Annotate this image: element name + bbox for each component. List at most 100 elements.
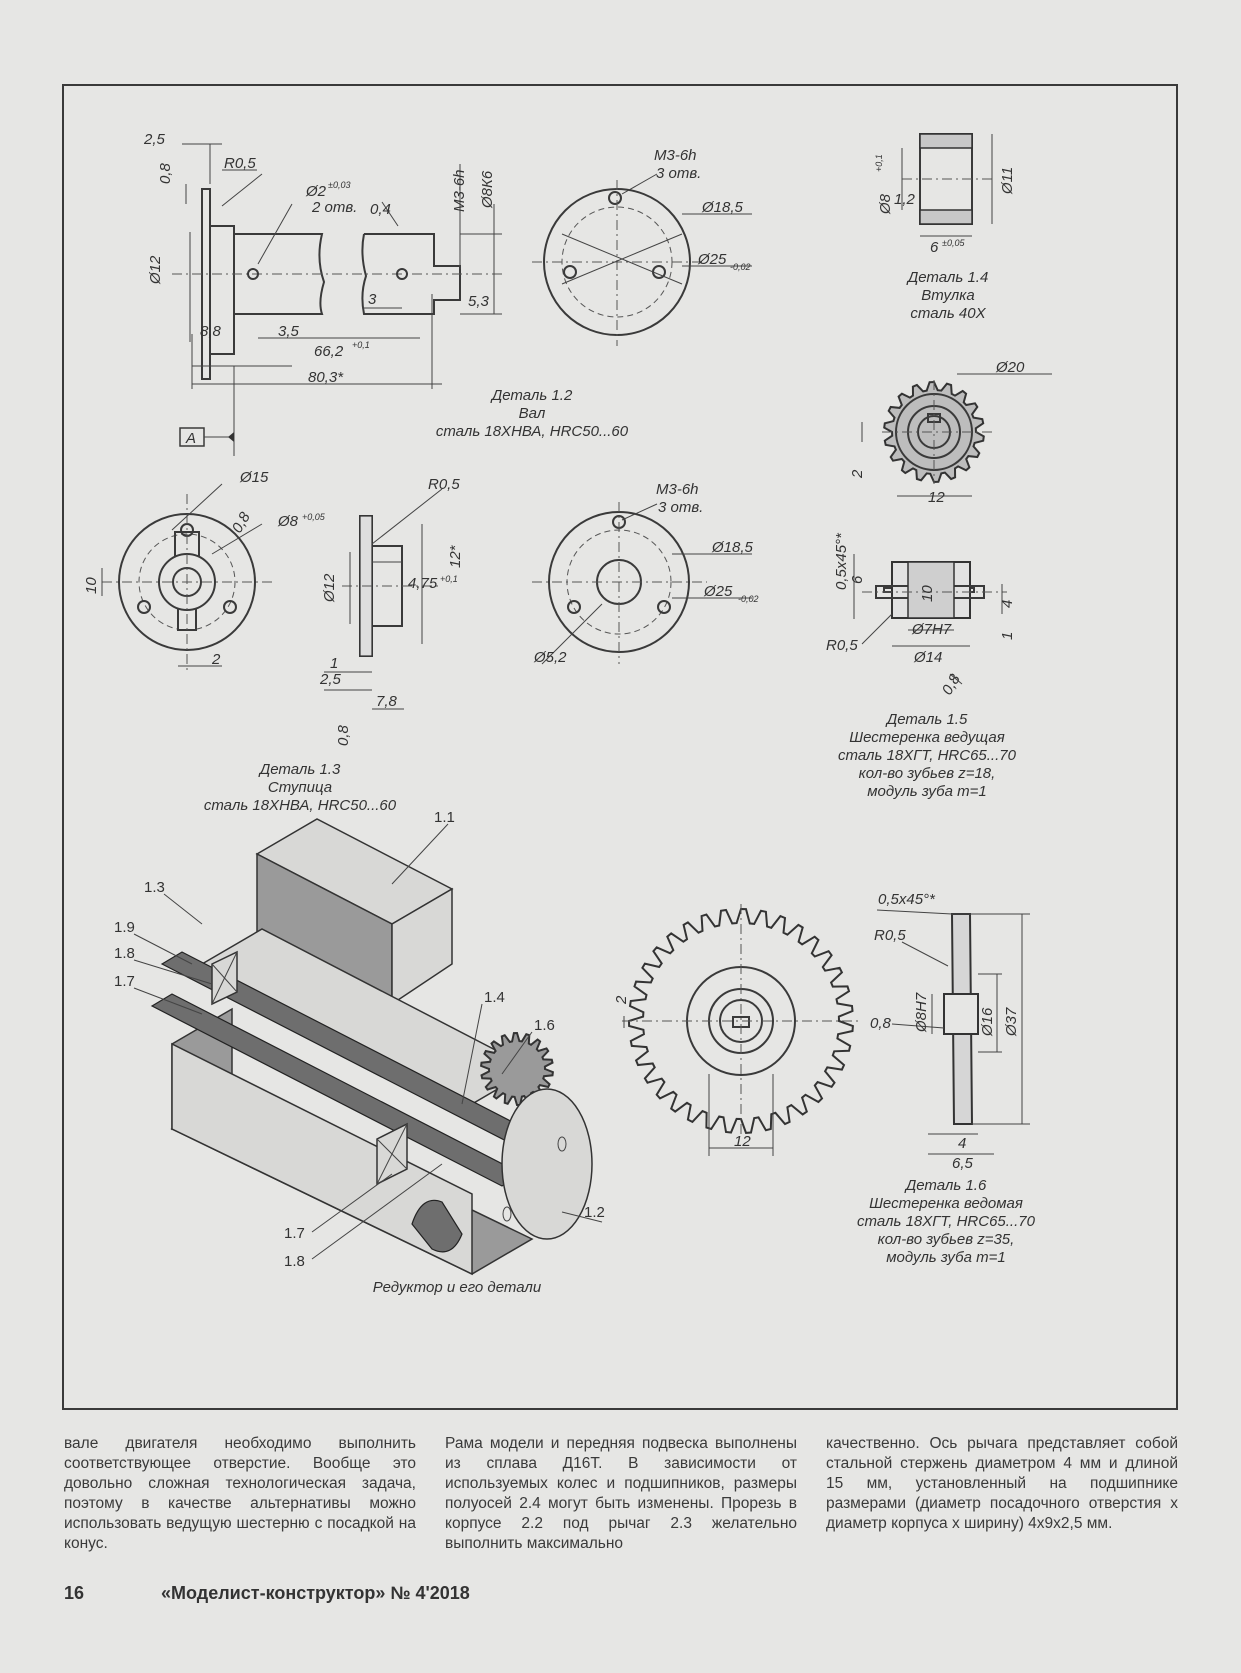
page-footer: 16 «Моделист-конструктор» № 4'2018 xyxy=(64,1583,470,1604)
dim-66-2: 66,2 xyxy=(314,343,344,360)
dim-d8k6: Ø8К6 xyxy=(479,170,496,209)
dim-4-drive: 4 xyxy=(999,600,1016,608)
caption-drive-2: Шестеренка ведущая xyxy=(849,729,1004,746)
dim-2-gl: 2 xyxy=(613,995,630,1005)
dim-3-5: 3,5 xyxy=(278,323,300,340)
text-column-3: качественно. Ось рычага представляет соб… xyxy=(826,1434,1178,1554)
dim-d2: Ø2 xyxy=(305,183,327,200)
dim-2-5: 2,5 xyxy=(143,131,166,148)
gear-drive-drawing: 0,5x45°* 6 10 4 1 R0,5 Ø7Н7 Ø14 0,8 Дета… xyxy=(826,532,1017,800)
holes-3-top: 3 отв. xyxy=(656,165,701,182)
dim-8-8: 8,8 xyxy=(200,323,222,340)
tol-d25-top: -0,02 xyxy=(730,262,751,272)
callout-1-3: 1.3 xyxy=(144,879,165,896)
dim-0-8: 0,8 xyxy=(157,162,174,184)
dim-12-gs: 12 xyxy=(928,489,945,506)
caption-driven-5: модуль зуба m=1 xyxy=(886,1249,1005,1266)
text-column-2: Рама модели и передняя подвеска выполнен… xyxy=(445,1434,797,1554)
callout-1-7: 1.7 xyxy=(114,973,135,990)
dim-d5-2: Ø5,2 xyxy=(533,649,567,666)
caption-driven-2: Шестеренка ведомая xyxy=(869,1195,1023,1212)
callout-1-1: 1.1 xyxy=(434,809,455,826)
dim-d14: Ø14 xyxy=(913,649,942,666)
dim-d12: Ø12 xyxy=(147,255,164,285)
disc-mid-drawing: М3-6h 3 отв. Ø18,5 Ø25 -0,02 Ø5,2 xyxy=(532,481,759,666)
dim-2-5-hub: 2,5 xyxy=(319,671,342,688)
hub-drawing: Ø15 0,8 Ø8 +0,05 10 2 xyxy=(83,469,326,674)
gear-large-drawing: 2 12 xyxy=(613,904,862,1156)
technical-drawing: 2,5 0,8 R0,5 Ø2 ±0,03 2 отв. 0,4 М3-6h Ø… xyxy=(83,131,1052,1296)
dim-12star: 12* xyxy=(447,544,464,568)
dim-chamfer-driven: 0,5x45°* xyxy=(878,891,936,908)
bushing-drawing: Ø8 +0,1 1,2 Ø11 6 ±0,05 Деталь 1.4 Втулк… xyxy=(874,133,1016,322)
article-columns: вале двигателя необходимо выполнить соот… xyxy=(64,1434,1178,1554)
holes-2: 2 отв. xyxy=(311,199,357,216)
tol-d8-hub: +0,05 xyxy=(302,512,326,522)
holes-3-mid: 3 отв. xyxy=(658,499,703,516)
caption-drive-3: сталь 18ХГТ, HRC65...70 xyxy=(838,747,1017,764)
dim-80-3: 80,3* xyxy=(308,369,344,386)
magazine-title: «Моделист-конструктор» № 4'2018 xyxy=(161,1583,470,1603)
dim-d8-hub: Ø8 xyxy=(277,513,299,530)
dim-10-drive: 10 xyxy=(919,585,936,602)
callout-1-9: 1.9 xyxy=(114,919,135,936)
callout-1-8b: 1.8 xyxy=(284,1253,305,1270)
dim-10-hub: 10 xyxy=(83,577,100,594)
dim-d15: Ø15 xyxy=(239,469,269,486)
dim-m3-mid: М3-6h xyxy=(656,481,699,498)
gear-driven-drawing: 0,5x45°* R0,5 0,8 Ø8Н7 Ø16 Ø37 4 6,5 Дет… xyxy=(857,891,1036,1266)
caption-driven-4: кол-во зубьев z=35, xyxy=(878,1231,1015,1248)
dim-1-2: 1,2 xyxy=(894,191,916,208)
dim-d18-5-top: Ø18,5 xyxy=(701,199,744,216)
dim-r0-5-driven: R0,5 xyxy=(874,927,906,944)
dim-m3: М3-6h xyxy=(451,169,468,212)
dim-d20: Ø20 xyxy=(995,359,1025,376)
dim-d18-5-mid: Ø18,5 xyxy=(711,539,754,556)
dim-6-5: 6,5 xyxy=(952,1155,974,1172)
dim-d11: Ø11 xyxy=(999,167,1016,195)
caption-driven-1: Деталь 1.6 xyxy=(904,1177,987,1194)
page-number: 16 xyxy=(64,1583,85,1603)
caption-shaft-2: Вал xyxy=(519,405,546,422)
dim-4-driven: 4 xyxy=(958,1135,966,1152)
tol-d2: ±0,03 xyxy=(328,180,350,190)
caption-shaft-3: сталь 18ХНВА, HRC50...60 xyxy=(436,423,629,440)
callout-1-2: 1.2 xyxy=(584,1204,605,1221)
disc-top-drawing: М3-6h 3 отв. Ø18,5 Ø25 -0,02 xyxy=(532,147,752,346)
dim-7-8: 7,8 xyxy=(376,693,398,710)
dim-4-75: 4,75 xyxy=(408,575,438,592)
caption-bushing-3: сталь 40Х xyxy=(910,305,986,322)
gear-small-top-drawing: Ø20 2 12 xyxy=(849,359,1052,506)
dim-chamfer-drive: 0,5x45°* xyxy=(833,532,850,590)
caption-hub-3: сталь 18ХНВА, HRC50...60 xyxy=(204,797,397,814)
shaft-drawing: 2,5 0,8 R0,5 Ø2 ±0,03 2 отв. 0,4 М3-6h Ø… xyxy=(143,131,629,456)
callout-1-8: 1.8 xyxy=(114,945,135,962)
dim-d12-hub: Ø12 xyxy=(321,573,338,603)
drawing-frame xyxy=(62,84,1178,1410)
caption-drive-1: Деталь 1.5 xyxy=(885,711,968,728)
dim-2-hub: 2 xyxy=(211,651,221,668)
dim-d7h7: Ø7Н7 xyxy=(911,621,952,638)
dim-12-gl: 12 xyxy=(734,1133,751,1150)
dim-3: 3 xyxy=(368,291,377,308)
caption-drive-4: кол-во зубьев z=18, xyxy=(859,765,996,782)
caption-bushing-2: Втулка xyxy=(921,287,974,304)
dim-r0-5-hub: R0,5 xyxy=(428,476,460,493)
tol-4-75: +0,1 xyxy=(440,574,458,584)
dim-r0-5-drive: R0,5 xyxy=(826,637,858,654)
tol-66-2: +0,1 xyxy=(352,340,370,350)
dim-1-hub: 1 xyxy=(330,655,338,672)
callout-1-4: 1.4 xyxy=(484,989,505,1006)
paragraph-1: вале двигателя необходимо выполнить соот… xyxy=(64,1435,416,1552)
paragraph-2: Рама модели и передняя подвеска выполнен… xyxy=(445,1435,797,1552)
datum-a: A xyxy=(185,430,196,447)
caption-shaft-1: Деталь 1.2 xyxy=(490,387,573,404)
caption-assembly: Редуктор и его детали xyxy=(373,1279,542,1296)
text-column-1: вале двигателя необходимо выполнить соот… xyxy=(64,1434,416,1554)
callout-1-7b: 1.7 xyxy=(284,1225,305,1242)
caption-hub-1: Деталь 1.3 xyxy=(258,761,341,778)
tol-d8-bush: +0,1 xyxy=(874,154,884,172)
dim-0-8-drive: 0,8 xyxy=(939,671,964,698)
dim-0-4: 0,4 xyxy=(370,201,391,218)
dim-0-8-driven: 0,8 xyxy=(870,1015,892,1032)
